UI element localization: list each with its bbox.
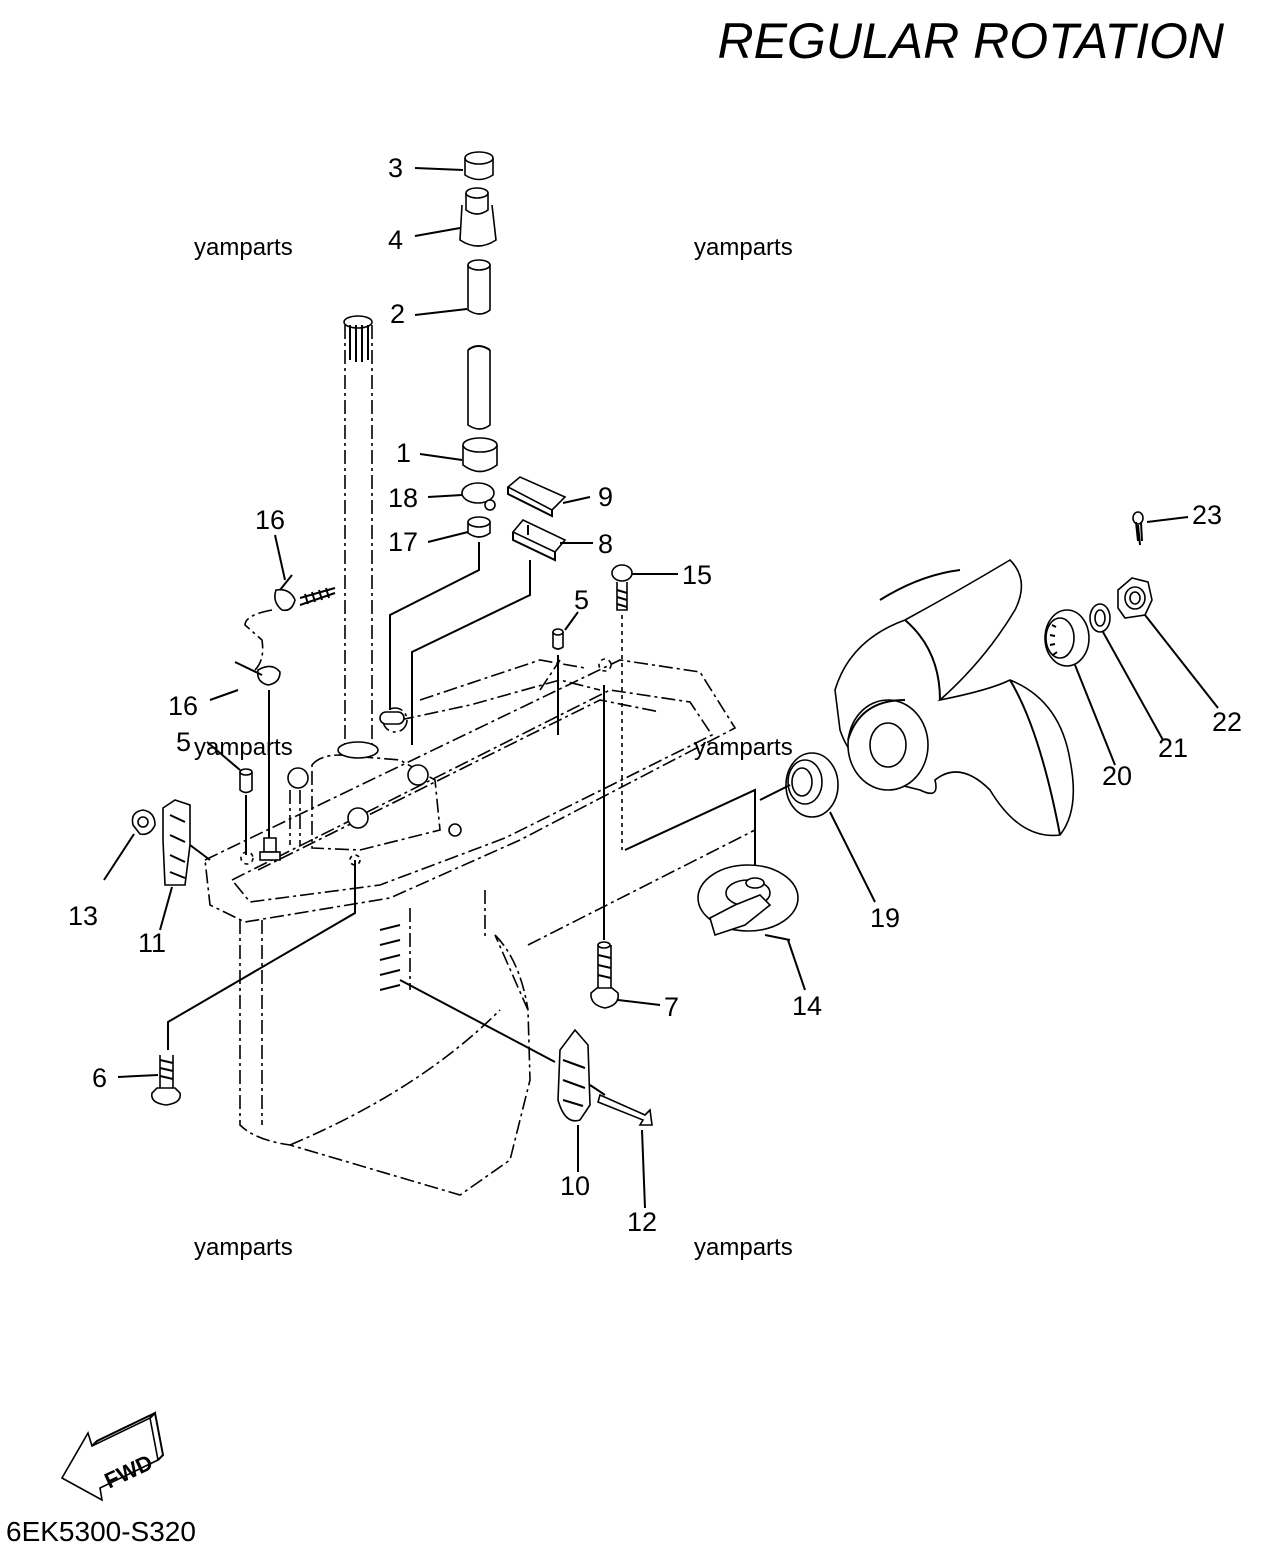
part-label: 22: [1212, 707, 1242, 737]
part-label: 5: [574, 585, 589, 615]
leader-lines: [103, 167, 1219, 1209]
part-label: 12: [627, 1207, 657, 1237]
part-label: 6: [92, 1063, 107, 1093]
spacer-19: [759, 752, 839, 818]
part-label: 14: [792, 991, 822, 1021]
part-label: 18: [388, 483, 418, 513]
bolt-7: [590, 685, 620, 1009]
part-label: 16: [255, 505, 285, 535]
watermark: yamparts: [194, 1234, 293, 1261]
anode-10: [399, 979, 653, 1126]
part-label: 21: [1158, 733, 1188, 763]
part-label: 9: [598, 482, 613, 512]
part-label: 20: [1102, 761, 1132, 791]
watermark: yamparts: [694, 234, 793, 261]
part-label: 19: [870, 903, 900, 933]
part-labels: 3 4 2 1 18 17 9 8 15 5 5 16 16 13 11 6 7…: [68, 153, 1242, 1237]
diagram-code: 6EK5300-S320: [6, 1516, 196, 1547]
watermark: yamparts: [194, 734, 293, 761]
anode-11: [131, 799, 211, 886]
part-label: 4: [388, 225, 403, 255]
propeller: [834, 558, 1075, 837]
part-label: 5: [176, 727, 191, 757]
shift-rod-stack: [389, 151, 498, 710]
part-label: 11: [138, 928, 166, 958]
hose-clamps: [234, 574, 336, 861]
diagram-title: REGULAR ROTATION: [717, 13, 1224, 69]
bolt-6: [150, 860, 356, 1106]
part-label: 3: [388, 153, 403, 183]
part-label: 7: [664, 992, 679, 1022]
lower-casing-outline: [204, 658, 756, 1196]
forward-direction-arrow: FWD: [60, 1410, 165, 1502]
part-label: 10: [560, 1171, 590, 1201]
prop-hardware: [1044, 511, 1153, 667]
watermark: yamparts: [694, 1234, 793, 1261]
pads: [411, 476, 567, 745]
part-label: 8: [598, 529, 613, 559]
bolt-15: [611, 564, 756, 880]
part-label: 1: [396, 438, 411, 468]
part-label: 15: [682, 560, 712, 590]
watermark: yamparts: [194, 234, 293, 261]
part-label: 23: [1192, 500, 1222, 530]
part-label: 17: [388, 527, 418, 557]
part-label: 16: [168, 691, 198, 721]
part-label: 2: [390, 299, 405, 329]
part-label: 13: [68, 901, 98, 931]
dowel-pins: [239, 628, 564, 855]
trim-tab-14: [697, 864, 799, 941]
drive-shaft: [337, 315, 379, 759]
watermark: yamparts: [694, 734, 793, 761]
